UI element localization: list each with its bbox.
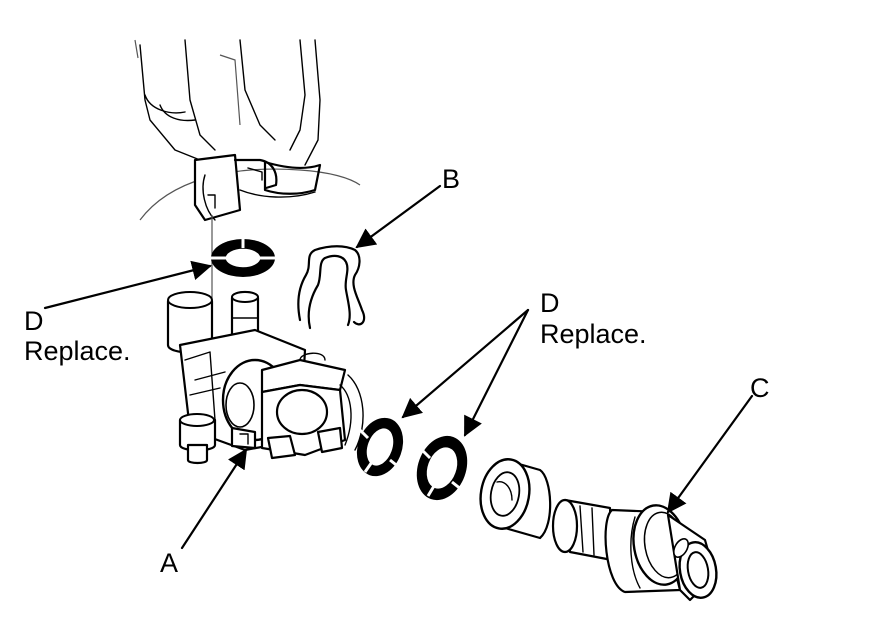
leader-line-d-right-2 [463,308,530,437]
label-d-left: D [24,306,44,336]
label-d-left-note: Replace. [24,336,131,366]
part-c-shaft [551,498,718,602]
leader-lines [43,184,754,550]
upper-housing [134,39,361,300]
retaining-clip-b [297,245,366,330]
leader-line-a [180,448,248,550]
leader-line-b [355,184,442,249]
leader-line-d-left [43,260,212,310]
o-ring-d-upper [211,239,275,277]
label-a: A [160,548,178,578]
label-b: B [442,164,460,194]
o-ring-d-right-2 [416,435,468,501]
label-c: C [750,373,770,403]
part-a-housing [166,290,364,465]
bushing [479,458,552,540]
label-d-right: D [540,288,560,318]
leader-line-d-right-1 [401,308,530,419]
label-d-right-note: Replace. [540,319,647,349]
o-ring-d-right-1 [356,417,404,477]
leader-line-c [666,394,754,514]
